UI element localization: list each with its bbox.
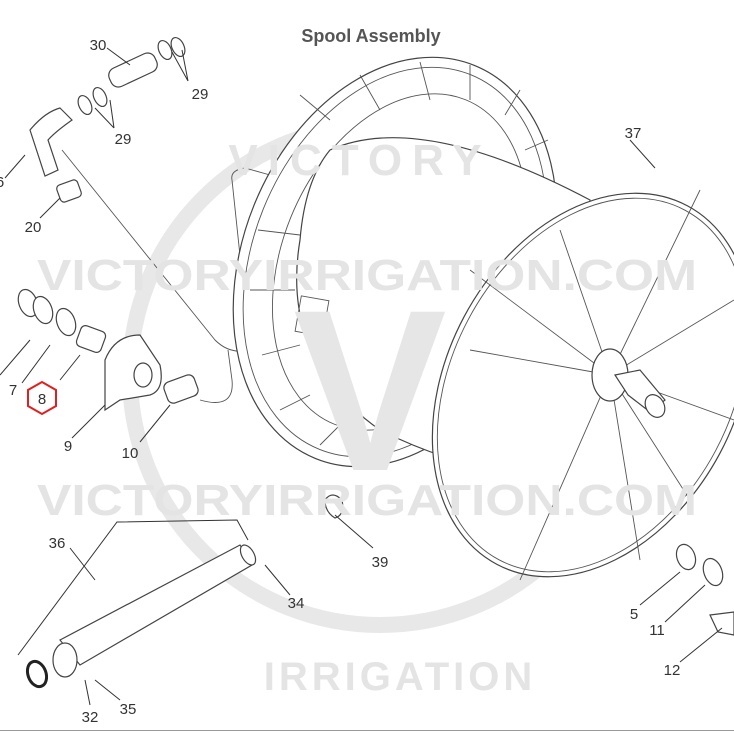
callout-34[interactable]: 34 [288,595,305,612]
callout-10[interactable]: 10 [122,445,139,462]
bearing-parts [17,288,199,412]
callout-29-upper[interactable]: 29 [192,86,209,103]
callout-39[interactable]: 39 [372,554,389,571]
callout-8[interactable]: 8 [38,391,46,408]
watermark: VICTORYIRRIGATION.COM VICTORYIRRIGATION.… [37,136,697,699]
watermark-logo-v: V [293,262,446,519]
leader-lines [0,47,723,706]
watermark-top-text: VICTORYIRRIGATION.COM [37,251,697,300]
callout-20[interactable]: 20 [25,219,42,236]
highlight-hexagon [27,380,57,416]
callout-36[interactable]: 36 [49,535,66,552]
spool-front-disc [431,189,734,581]
callout-30[interactable]: 30 [90,37,107,54]
callout-32[interactable]: 32 [82,709,99,726]
callout-11[interactable]: 11 [649,622,665,639]
watermark-arc-bottom: IRRIGATION [264,655,537,699]
bottom-divider [0,730,734,734]
shaft-assembly [17,494,734,689]
callout-8-highlighted[interactable]: 8 [27,380,57,416]
diagram-title: Spool Assembly [301,26,440,46]
callout-29-lower[interactable]: 29 [115,131,132,148]
callout-9[interactable]: 9 [64,438,72,455]
watermark-arc-top: VICTORY [228,136,491,185]
watermark-bottom-text: VICTORYIRRIGATION.COM [37,476,697,525]
hose-outline-lower [199,349,233,403]
callout-5[interactable]: 5 [630,606,638,623]
callout-6[interactable]: 6 [0,174,4,191]
callout-7[interactable]: 7 [9,382,17,399]
callout-12[interactable]: 12 [664,662,681,679]
callout-35[interactable]: 35 [120,701,137,718]
upper-parts [29,36,186,203]
callout-37[interactable]: 37 [625,125,642,142]
callout-labels: 30 29 29 6 20 7 8 9 10 37 39 36 34 5 11 … [0,37,680,726]
